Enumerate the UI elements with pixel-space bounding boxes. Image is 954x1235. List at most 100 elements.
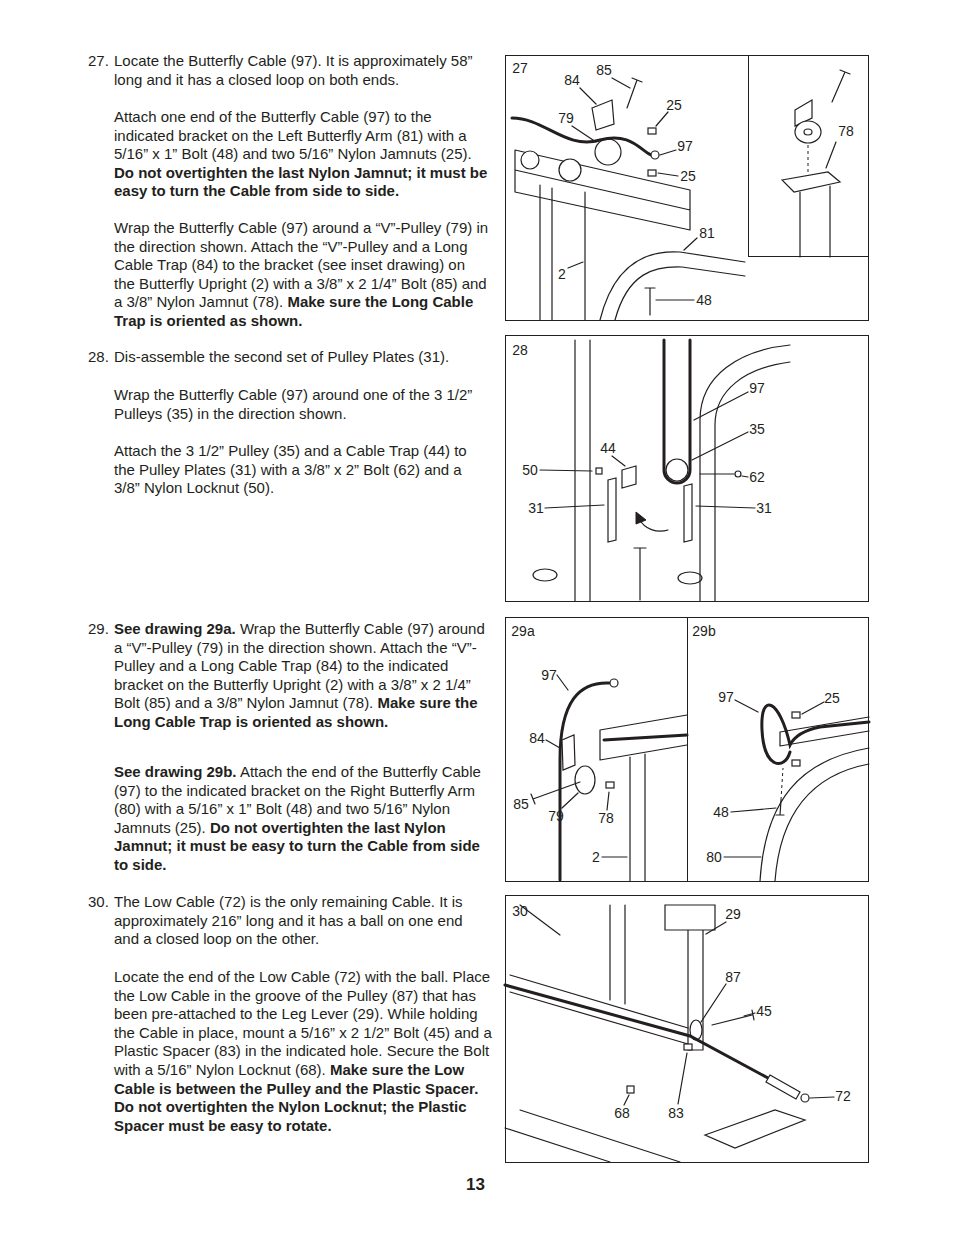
callout-number: 87 xyxy=(725,969,741,985)
instruction-block: See drawing 29a. Wrap the Butterfly Cabl… xyxy=(114,620,490,732)
callout-number: 85 xyxy=(596,62,612,78)
butterfly-cable xyxy=(560,683,609,880)
step-number: 27. xyxy=(88,52,109,69)
curved-tube xyxy=(700,345,790,601)
callout-number: 97 xyxy=(749,380,765,396)
instruction-block: Locate the Butterfly Cable (97). It is a… xyxy=(114,52,490,89)
butterfly-cable xyxy=(512,118,651,155)
step-number: 29. xyxy=(88,620,109,637)
step-number: 30. xyxy=(88,893,109,910)
figure-number: 29b xyxy=(692,623,715,639)
bold-instruction: See drawing 29a. xyxy=(114,620,236,637)
callout-number: 84 xyxy=(564,72,580,88)
upright-tube xyxy=(800,186,830,257)
callout-number: 31 xyxy=(756,500,772,516)
pulley xyxy=(666,459,688,481)
leader-line xyxy=(724,700,824,857)
leader-line xyxy=(568,78,697,300)
instruction-block: Attach one end of the Butterfly Cable (9… xyxy=(114,108,490,201)
callout-number: 25 xyxy=(824,690,840,706)
pop-pin-knob xyxy=(533,569,557,581)
bolt xyxy=(712,1010,754,1025)
cable-trap xyxy=(592,100,614,130)
callout-number: 29 xyxy=(725,906,741,922)
callout-number: 79 xyxy=(548,808,564,824)
pop-pin-knob xyxy=(678,572,702,584)
callout-number: 48 xyxy=(713,804,729,820)
callout-number: 78 xyxy=(838,123,854,139)
instruction-text: Attach one end of the Butterfly Cable (9… xyxy=(114,108,472,162)
callout-number: 80 xyxy=(706,849,722,865)
cable-trap xyxy=(622,466,636,488)
bolt-path xyxy=(781,768,783,800)
jamnut xyxy=(648,128,656,134)
jamnut xyxy=(792,712,800,718)
frame-tube xyxy=(520,905,625,1004)
jamnut xyxy=(648,170,656,176)
cable-trap xyxy=(562,735,575,770)
butterfly-cable xyxy=(762,705,869,764)
v-pulley xyxy=(575,766,595,794)
bold-instruction: See drawing 29b. xyxy=(114,763,237,780)
instruction-block: Attach the 3 1/2” Pulley (35) and a Cabl… xyxy=(114,442,490,498)
callout-number: 85 xyxy=(513,796,529,812)
pulley xyxy=(559,159,581,181)
callout-number: 72 xyxy=(835,1088,851,1104)
bracket xyxy=(782,172,840,192)
callout-number: 97 xyxy=(541,667,557,683)
callout-number: 83 xyxy=(668,1105,684,1121)
figure-panel: 29b 97 25 48 80 xyxy=(687,617,869,882)
leader-line xyxy=(546,675,627,857)
callout-number: 25 xyxy=(680,168,696,184)
instruction-block: Dis-assemble the second set of Pulley Pl… xyxy=(114,348,490,367)
bold-instruction: Do not overtighten the last Nylon Jamnut… xyxy=(114,164,487,200)
bolt xyxy=(776,800,784,815)
instruction-block: 29. xyxy=(88,620,114,639)
instruction-text: Dis-assemble the second set of Pulley Pl… xyxy=(114,348,449,365)
callout-number: 84 xyxy=(529,730,545,746)
jamnut xyxy=(792,760,800,766)
leader-line xyxy=(624,922,834,1105)
callout-number: 62 xyxy=(749,469,765,485)
figure-panel: 28 97 35 44 50 62 31 31 xyxy=(505,335,869,602)
cable-end xyxy=(766,1075,800,1099)
callout-number: 25 xyxy=(666,97,682,113)
butterfly-cable xyxy=(664,340,690,483)
butterfly-arm xyxy=(600,252,745,320)
leader-line xyxy=(540,392,755,508)
instruction-block: The Low Cable (72) is the only remaining… xyxy=(114,893,490,949)
bolt xyxy=(832,70,850,102)
bolt xyxy=(634,548,646,600)
rotation-arrow xyxy=(640,520,668,531)
leg-lever xyxy=(688,930,703,1050)
alignment-line xyxy=(808,145,809,174)
callout-number: 50 xyxy=(522,462,538,478)
instruction-block: Locate the end of the Low Cable (72) wit… xyxy=(114,968,492,1135)
instruction-block: Wrap the Butterfly Cable (97) around one… xyxy=(114,386,490,423)
jamnut xyxy=(606,782,614,788)
instruction-block: 28. xyxy=(88,348,114,367)
callout-number: 35 xyxy=(749,421,765,437)
callout-number: 2 xyxy=(558,266,566,282)
callout-number: 97 xyxy=(677,138,693,154)
callout-number: 2 xyxy=(592,849,600,865)
arrow-head xyxy=(636,512,646,524)
callout-number: 44 xyxy=(600,440,616,456)
instruction-block: 30. xyxy=(88,893,114,912)
figure-number: 30 xyxy=(512,903,528,919)
callout-number: 31 xyxy=(528,500,544,516)
callout-number: 78 xyxy=(598,810,614,826)
figure-number: 28 xyxy=(512,342,528,358)
bolt xyxy=(645,288,655,315)
figure-panel: 78 xyxy=(748,55,869,257)
plastic-spacer xyxy=(684,1044,692,1050)
leader-line xyxy=(826,142,836,168)
bolt xyxy=(627,78,642,108)
callout-number: 97 xyxy=(718,689,734,705)
figure-number: 27 xyxy=(512,60,528,76)
bolt-head xyxy=(735,471,741,477)
butterfly-arm xyxy=(760,748,869,881)
cable-ball xyxy=(801,1094,809,1102)
figure-panel: 29a97848579782 xyxy=(505,617,688,882)
